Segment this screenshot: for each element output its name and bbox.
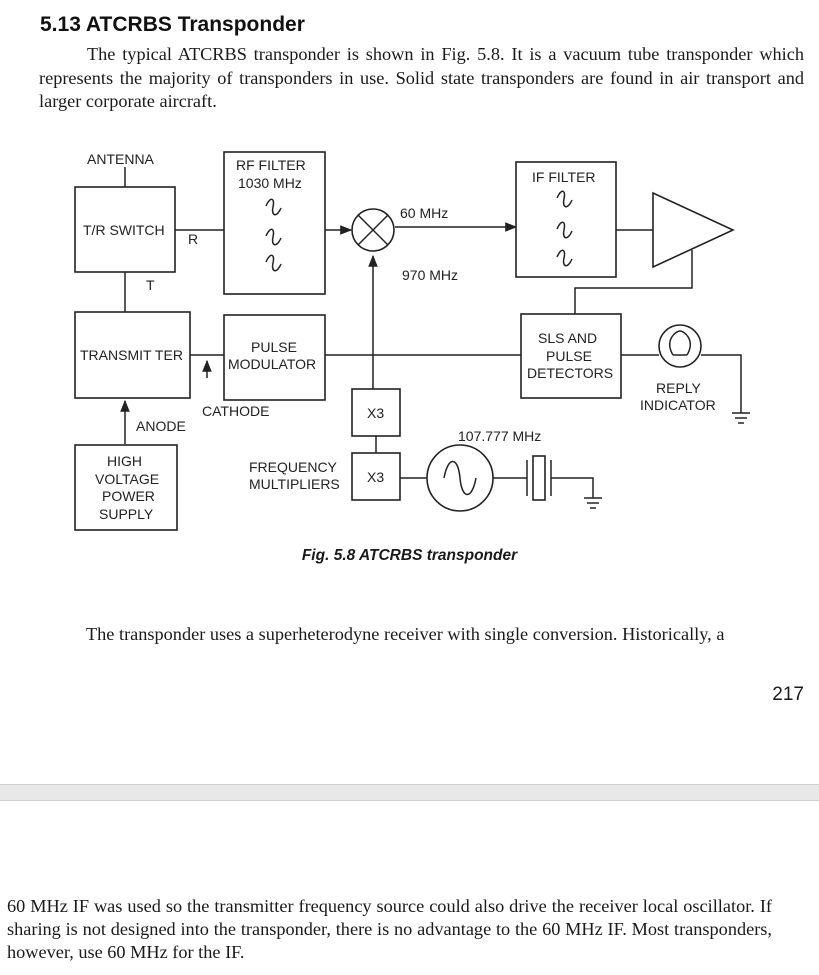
rf-filter-block [223,151,326,295]
if-filter-label: IF FILTER [532,169,596,185]
freq-mult-label-1: FREQUENCY [249,459,338,475]
hv-label-1: HIGH [107,453,142,469]
if-filter-symbols [556,190,573,267]
page-upper: 5.13 ATCRBS Transponder The typical ATCR… [39,13,804,705]
rf-filter-symbols [265,198,282,272]
transmitter-label: TRANSMIT TER [80,347,183,363]
x3-upper-block [351,388,401,437]
reply-indicator-label-2: INDICATOR [640,397,716,413]
pulse-modulator-label-2: MODULATOR [228,356,316,372]
reply-ground-line [701,354,742,413]
rf-filter-freq-label: 1030 MHz [238,175,302,191]
page-number: 217 [772,684,804,705]
page-separator [0,784,819,801]
antenna-label: ANTENNA [87,151,155,167]
page-lower [0,801,819,975]
sls-label-2: PULSE [546,348,592,364]
x3-lower-label: X3 [367,469,384,485]
section-title: 5.13 ATCRBS Transponder [40,13,305,36]
x3-lower-block [351,452,401,501]
tr-switch-label: T/R SWITCH [83,222,165,238]
lo-970-label: 970 MHz [402,267,458,283]
continued-paragraph: 60 MHz IF was used so the transmitter fr… [7,896,772,962]
oscillator-freq-label: 107.777 MHz [458,428,541,444]
if-60-label: 60 MHz [400,205,448,221]
if-amplifier-symbol [652,191,735,269]
hv-label-3: POWER [102,488,155,504]
r-port-label: R [188,231,198,247]
cathode-label: CATHODE [202,403,269,419]
anode-label: ANODE [136,418,186,434]
hv-supply-block [74,444,178,531]
transmitter-block [74,311,191,399]
x3-upper-label: X3 [367,405,384,421]
intro-paragraph: The typical ATCRBS transponder is shown … [39,44,804,111]
sls-label-1: SLS AND [538,330,597,346]
if-filter-block [515,161,617,278]
crystal-ground-line [551,477,594,498]
t-port-label: T [146,277,155,293]
reply-indicator-label-1: REPLY [656,380,702,396]
figure-caption: Fig. 5.8 ATCRBS transponder [301,547,518,564]
block-diagram: ANTENNA T/R SWITCH R T RF FILTER 1030 MH… [74,151,750,531]
body-paragraph: The transponder uses a superheterodyne r… [86,624,725,644]
hv-label-2: VOLTAGE [95,471,159,487]
sls-label-3: DETECTORS [527,365,613,381]
reply-lamp-icon [658,324,702,368]
sls-detectors-block [520,313,622,399]
pulse-modulator-block [223,314,326,401]
pulse-modulator-label-1: PULSE [251,339,297,355]
tr-switch-block [74,186,176,273]
freq-mult-label-2: MULTIPLIERS [249,476,340,492]
rf-filter-label: RF FILTER [236,157,306,173]
amp-to-sls-line [574,250,693,314]
hv-label-4: SUPPLY [99,506,154,522]
